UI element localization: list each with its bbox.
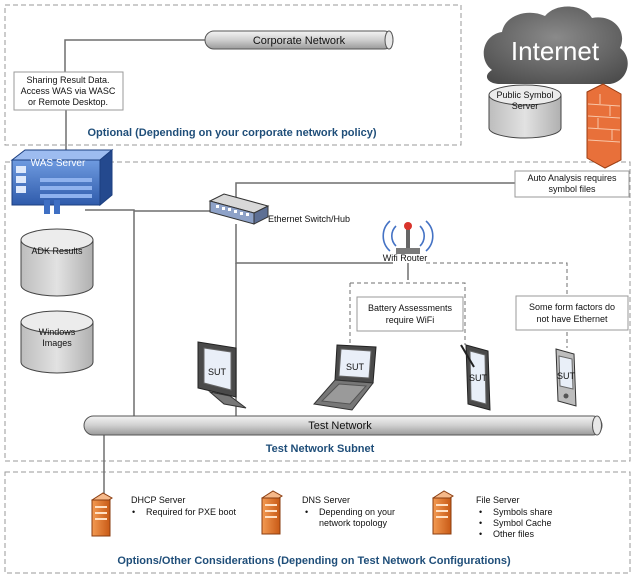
- windows-images-line-1: Windows: [39, 327, 76, 337]
- dns-server-title: DNS Server: [302, 495, 350, 505]
- internet-title: Internet: [511, 36, 600, 66]
- sharing-line-3: or Remote Desktop.: [28, 97, 108, 107]
- battery-line-1: Battery Assessments: [368, 303, 453, 313]
- adk-results-label: ADK Results: [31, 246, 83, 256]
- sharing-line-2: Access WAS via WASC: [21, 86, 116, 96]
- auto-analysis-line-2: symbol files: [548, 184, 596, 194]
- wifi-router-icon: [382, 220, 434, 254]
- ethernet-switch-icon: [208, 193, 270, 225]
- public-symbol-server-line-2: Server: [512, 101, 539, 111]
- windows-images-line-2: Images: [42, 338, 72, 348]
- internet-cloud: Internet: [483, 6, 628, 84]
- file-bullet-text-2: Symbol Cache: [493, 518, 552, 528]
- was-server: WAS Server: [10, 148, 114, 214]
- auto-analysis-line-1: Auto Analysis requires: [527, 173, 617, 183]
- auto-analysis-callout: Auto Analysis requires symbol files: [514, 170, 630, 198]
- corporate-network-label: Corporate Network: [253, 35, 346, 47]
- dns-bullet-1: •: [305, 507, 308, 517]
- battery-callout: Battery Assessments require WiFi: [356, 296, 464, 332]
- sut-desktop-label: SUT: [208, 367, 227, 377]
- file-bullet-text-1: Symbols share: [493, 507, 553, 517]
- optional-section-title: Optional (Depending on your corporate ne…: [87, 127, 376, 139]
- dhcp-server-icon: [91, 492, 113, 537]
- file-bullet-2: •: [479, 518, 482, 528]
- dhcp-bullet-1: •: [132, 507, 135, 517]
- options-section-box: [4, 471, 631, 574]
- sut-tablet: SUT: [460, 344, 491, 411]
- test-network-label: Test Network: [308, 420, 372, 432]
- ethernet-switch-label: Ethernet Switch/Hub: [268, 214, 350, 224]
- file-server-icon: [432, 490, 454, 535]
- dns-bullet-text-1: Depending on your: [319, 507, 395, 517]
- dhcp-server-title: DHCP Server: [131, 495, 185, 505]
- wifi-router-label: Wifi Router: [383, 253, 428, 263]
- firewall-icon: [586, 83, 622, 169]
- dns-bullet-text-2: network topology: [319, 518, 388, 528]
- was-server-label: WAS Server: [31, 158, 86, 169]
- sharing-line-1: Sharing Result Data.: [26, 75, 109, 85]
- dns-server-icon: [261, 490, 283, 535]
- file-bullet-3: •: [479, 529, 482, 539]
- options-section-title: Options/Other Considerations (Depending …: [117, 555, 511, 567]
- sharing-callout: Sharing Result Data. Access WAS via WASC…: [13, 71, 124, 111]
- sut-laptop-label: SUT: [346, 362, 365, 372]
- sut-tablet-label: SUT: [469, 373, 488, 383]
- public-symbol-server: Public Symbol Server: [488, 84, 562, 139]
- file-bullet-1: •: [479, 507, 482, 517]
- form-factors-line-1: Some form factors do: [529, 302, 615, 312]
- adk-results-db: ADK Results: [20, 228, 94, 297]
- dhcp-bullet-text-1: Required for PXE boot: [146, 507, 237, 517]
- sut-laptop: SUT: [313, 344, 377, 411]
- sut-phone-label: SUT: [557, 371, 576, 381]
- optional-section-box: [4, 4, 462, 146]
- corporate-network-pipe: Corporate Network: [204, 30, 394, 50]
- form-factors-callout: Some form factors do not have Ethernet: [515, 295, 629, 331]
- test-subnet-section-title: Test Network Subnet: [266, 443, 375, 455]
- form-factors-line-2: not have Ethernet: [536, 314, 608, 324]
- test-subnet-section-box: [4, 161, 631, 462]
- sut-desktop: SUT: [197, 341, 247, 409]
- file-server-title: File Server: [476, 495, 520, 505]
- windows-images-db: Windows Images: [20, 310, 94, 374]
- battery-line-2: require WiFi: [386, 315, 435, 325]
- public-symbol-server-line-1: Public Symbol: [496, 90, 553, 100]
- sut-phone: SUT: [555, 348, 577, 407]
- test-network-pipe: Test Network: [83, 415, 603, 436]
- file-bullet-text-3: Other files: [493, 529, 535, 539]
